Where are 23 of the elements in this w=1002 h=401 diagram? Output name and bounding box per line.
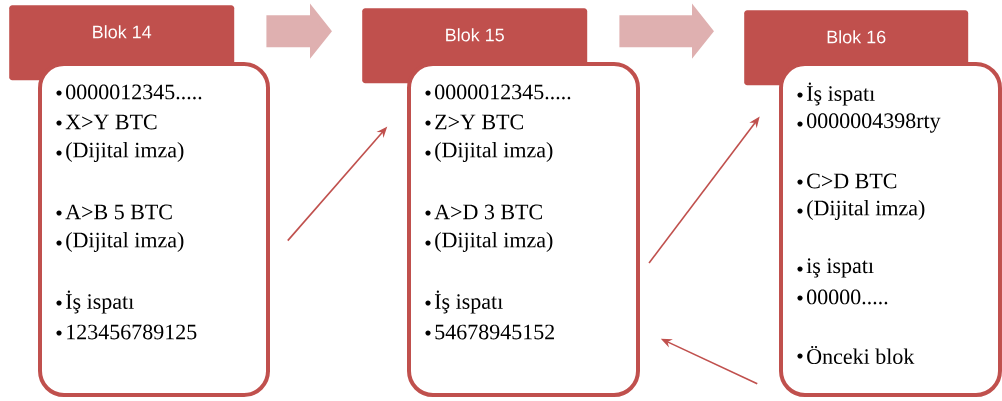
list-item: 00000.....: [807, 289, 888, 305]
list-item: (Dijital imza): [435, 232, 553, 252]
list-item: 0000012345.....: [66, 84, 202, 100]
list-item: 123456789125: [67, 324, 197, 340]
list-item: Önceki blok: [807, 346, 915, 364]
list-item: (Dijital imza): [66, 232, 184, 252]
list-item: 0000004398rty: [807, 113, 941, 133]
block-card: [779, 62, 1002, 397]
list-item: A>B 5 BTC: [65, 204, 172, 220]
list-item: (Dijital imza): [435, 142, 553, 162]
list-item: İş ispatı: [66, 290, 134, 314]
list-item: X>Y BTC: [65, 114, 157, 130]
block-card: [38, 62, 270, 397]
list-item: Z>Y BTC: [435, 114, 523, 130]
list-item: C>D BTC: [807, 173, 897, 189]
list-item: İş ispatı: [435, 290, 503, 314]
list-item: 54678945152: [435, 324, 554, 340]
list-item: iş ispatı: [806, 258, 874, 278]
list-item: (Dijital imza): [807, 200, 925, 220]
list-item: A>D 3 BTC: [434, 204, 542, 220]
list-item: 0000012345.....: [435, 84, 571, 100]
list-item: (Dijital imza): [66, 142, 184, 162]
block-card: [407, 62, 640, 397]
